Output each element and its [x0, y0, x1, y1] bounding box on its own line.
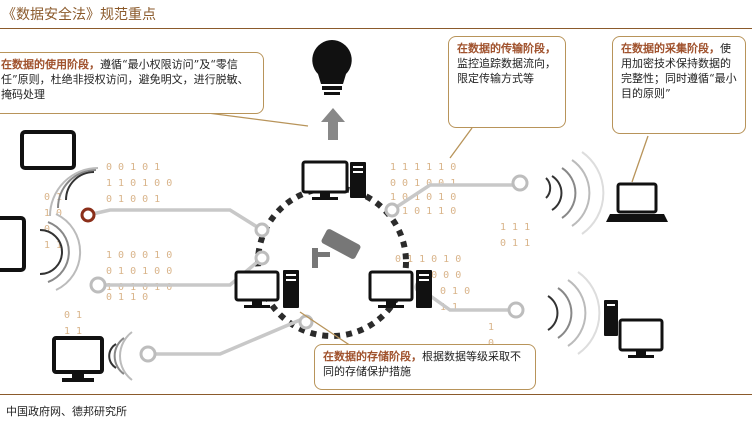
- callout-storage-text: 根据数据等级采取不同的存储保护措施: [323, 350, 521, 378]
- page-title: 《数据安全法》规范重点: [2, 7, 156, 23]
- arrow-up-icon: [321, 108, 345, 140]
- svg-text:1 0 1 0 1 0: 1 0 1 0 1 0: [106, 282, 172, 293]
- callout-collect-stage: 在数据的采集阶段，使用加密技术保持数据的完整性；同时遵循“最小目的原则”: [612, 36, 746, 134]
- callout-transfer-stage: 在数据的传输阶段， 监控追踪数据流向，限定传输方式等: [448, 36, 566, 128]
- svg-text:0 0 1 0 1: 0 0 1 0 1: [106, 162, 160, 173]
- wifi-icon: [545, 151, 605, 235]
- svg-text:0: 0: [488, 338, 494, 349]
- wifi-icon: [108, 331, 133, 381]
- svg-text:1: 1: [488, 322, 494, 333]
- wifi-icon: [547, 271, 601, 355]
- callout-usage-highlight: 在数据的使用阶段，: [1, 58, 100, 71]
- server-icon: [283, 270, 299, 308]
- svg-text:1 0 1 0 1 0: 1 0 1 0 1 0: [390, 192, 456, 203]
- server-icon: [604, 300, 618, 336]
- callout-usage-text: 遵循“最小权限访问”及“零信任”原则，杜绝非授权访问，避免明文，进行脱敏、掩码处…: [1, 58, 249, 101]
- camera-icon: [312, 229, 361, 268]
- svg-text:1 1: 1 1: [44, 240, 62, 251]
- laptop-icon: [606, 182, 668, 222]
- svg-text:0 1 0 0 1: 0 1 0 0 1: [106, 194, 160, 205]
- svg-text:0 1: 0 1: [64, 310, 82, 321]
- top-divider: [0, 28, 752, 29]
- callout-usage-stage: 在数据的使用阶段，遵循“最小权限访问”及“零信任”原则，杜绝非授权访问，避免明文…: [0, 52, 264, 114]
- source-note: 中国政府网、德邦研究所: [6, 405, 127, 418]
- wifi-icon: [39, 213, 82, 291]
- svg-text:1 1 0 1 0 0: 1 1 0 1 0 0: [106, 178, 172, 189]
- svg-text:1 0 0 0 1 0: 1 0 0 0 1 0: [106, 250, 172, 261]
- callout-transfer-highlight: 在数据的传输阶段，: [457, 42, 556, 55]
- svg-text:0 1 0 1 0 0: 0 1 0 1 0 0: [106, 266, 172, 277]
- callout-collect-text: 使用加密技术保持数据的完整性；同时遵循“最小目的原则”: [621, 42, 737, 100]
- lightbulb-icon: [312, 40, 352, 95]
- wifi-icon: [49, 167, 99, 217]
- binary-background: 0 0 1 0 1 1 1 0 1 0 0 0 1 0 0 1 0 1 1 0 …: [44, 162, 530, 349]
- monitor-icon: [618, 318, 664, 358]
- svg-text:0 1 1 0 1 0: 0 1 1 0 1 0: [395, 254, 461, 265]
- tablet-icon: [20, 130, 76, 170]
- server-icon: [416, 270, 432, 308]
- callout-transfer-text: 监控追踪数据流向，限定传输方式等: [457, 57, 556, 85]
- data-cycle-ring: [255, 185, 409, 339]
- svg-text:1 1: 1 1: [64, 326, 82, 337]
- monitor-icon: [301, 160, 349, 200]
- svg-text:1 1 1: 1 1 1: [500, 222, 530, 233]
- svg-text:1 1 1 1 1 0: 1 1 1 1 1 0: [390, 162, 456, 173]
- svg-text:0 1 0: 0 1 0: [440, 286, 470, 297]
- bottom-divider: [0, 394, 752, 395]
- callout-storage-stage: 在数据的存储阶段，根据数据等级采取不同的存储保护措施: [314, 344, 536, 390]
- monitor-icon: [368, 270, 414, 308]
- callout-storage-highlight: 在数据的存储阶段，: [323, 350, 422, 363]
- svg-text:0 1 1 0: 0 1 1 0: [106, 292, 148, 303]
- svg-text:1 0: 1 0: [44, 208, 62, 219]
- monitor-icon: [52, 336, 104, 382]
- callout-collect-highlight: 在数据的采集阶段，: [621, 42, 720, 55]
- tablet-icon: [0, 216, 26, 272]
- red-node: [80, 207, 96, 223]
- svg-text:0 0 1 0 0 1: 0 0 1 0 0 1: [390, 178, 456, 189]
- svg-text:0 1 0 1 1 0: 0 1 0 1 1 0: [390, 206, 456, 217]
- svg-text:0 1 1: 0 1 1: [500, 238, 530, 249]
- monitor-icon: [234, 270, 280, 308]
- svg-text:0: 0: [44, 224, 50, 235]
- server-icon: [350, 162, 366, 198]
